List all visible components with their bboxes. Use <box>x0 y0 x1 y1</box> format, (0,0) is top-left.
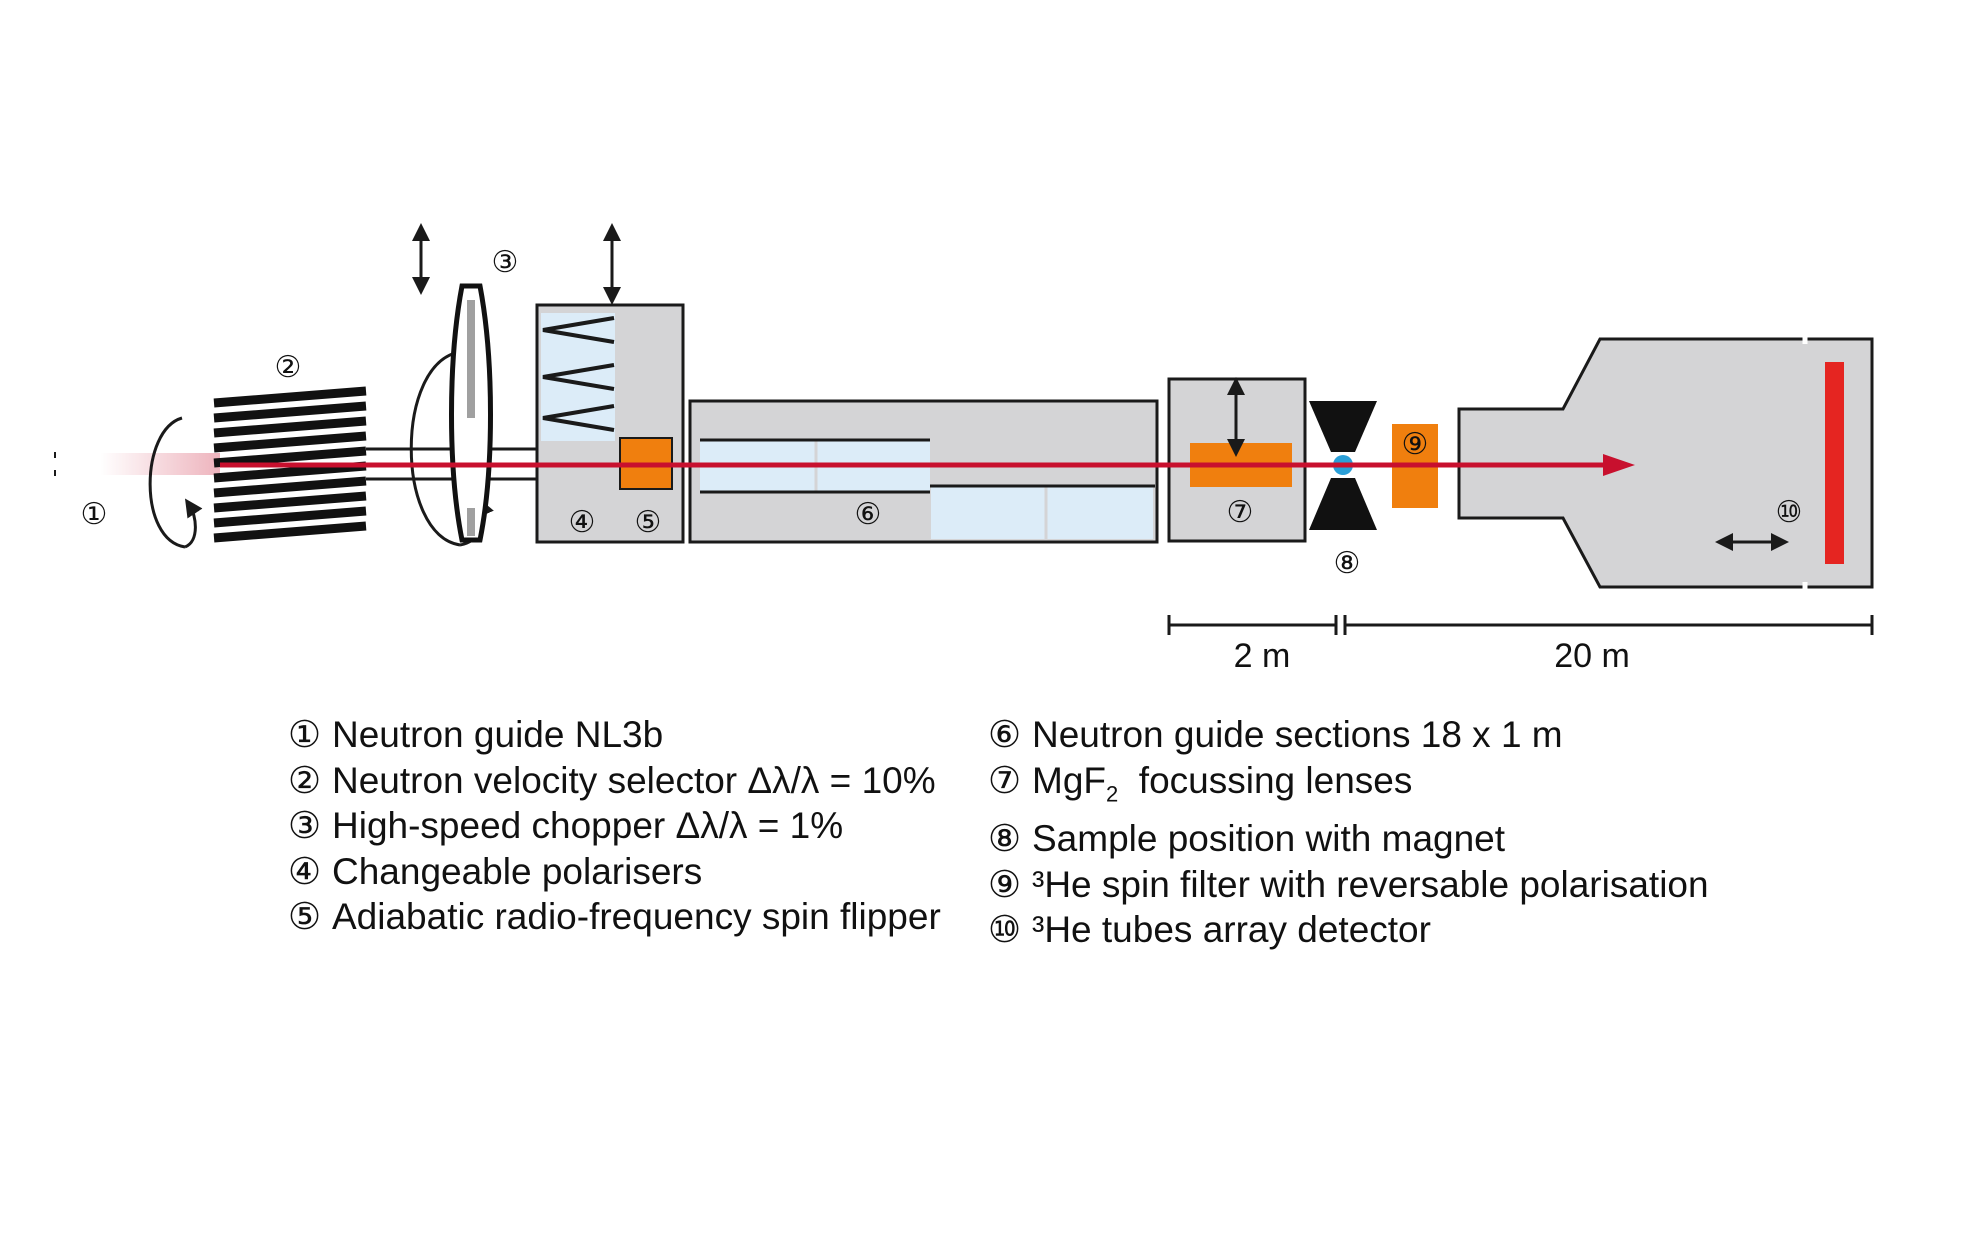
chopper <box>409 223 494 547</box>
legend-text: Neutron guide NL3b <box>332 714 664 755</box>
label-num-1: ① <box>81 497 108 532</box>
scale-label-short: 2 m <box>1234 637 1291 675</box>
scale-label-long: 20 m <box>1554 637 1630 675</box>
legend-text: ³He spin filter with reversable polarisa… <box>1032 863 1709 905</box>
label-num-9: ⑨ <box>1402 427 1429 462</box>
legend-text: Neutron velocity selector Δλ/λ = 10% <box>332 759 936 801</box>
legend-text-mgf: MgF <box>1032 759 1106 801</box>
legend-text: Sample position with magnet <box>1032 818 1506 860</box>
sample-magnet <box>1309 401 1377 530</box>
label-num-2: ② <box>275 350 302 385</box>
legend-num: ⑧ <box>988 817 1022 861</box>
lens-housing <box>1167 377 1307 543</box>
neutron-guide <box>54 452 220 476</box>
polariser-housing <box>535 223 685 544</box>
collimation-section <box>688 399 1159 544</box>
velocity-selector <box>148 386 367 549</box>
legend-text: Neutron guide sections 18 x 1 m <box>1032 714 1563 755</box>
legend-num: ⑩ <box>988 908 1022 952</box>
legend-num: ⑦ <box>988 758 1022 802</box>
label-num-6: ⑥ <box>855 497 882 532</box>
legend-num: ④ <box>288 849 322 893</box>
label-num-7: ⑦ <box>1227 495 1254 530</box>
legend-num: ⑨ <box>988 862 1022 906</box>
label-num-3: ③ <box>492 245 519 280</box>
legend-text: Adiabatic radio-frequency spin flipper <box>332 896 941 937</box>
legend-num: ② <box>288 758 322 802</box>
label-num-5: ⑤ <box>635 505 662 540</box>
legend-text: Changeable polarisers <box>332 850 703 892</box>
legend-num: ① <box>288 713 322 756</box>
selector-blades <box>213 386 367 543</box>
label-num-10: ⑩ <box>1776 495 1803 530</box>
legend-text: High-speed chopper Δλ/λ = 1% <box>332 805 844 846</box>
legend-num: ③ <box>288 804 322 847</box>
legend-num: ⑤ <box>288 895 322 938</box>
detector-array <box>1825 362 1844 564</box>
legend-text: ³He tubes array detector <box>1032 909 1431 951</box>
scale-bar <box>1167 615 1874 635</box>
detector-tank <box>1457 335 1874 591</box>
beam-arrowhead <box>1603 454 1635 476</box>
label-num-4: ④ <box>569 505 596 540</box>
legend-subscript: 2 <box>1106 780 1119 806</box>
label-num-8: ⑧ <box>1334 546 1361 581</box>
legend-num: ⑥ <box>988 713 1022 756</box>
polariser-mirrors <box>542 316 615 432</box>
legend-text: focussing lenses <box>1118 759 1413 801</box>
